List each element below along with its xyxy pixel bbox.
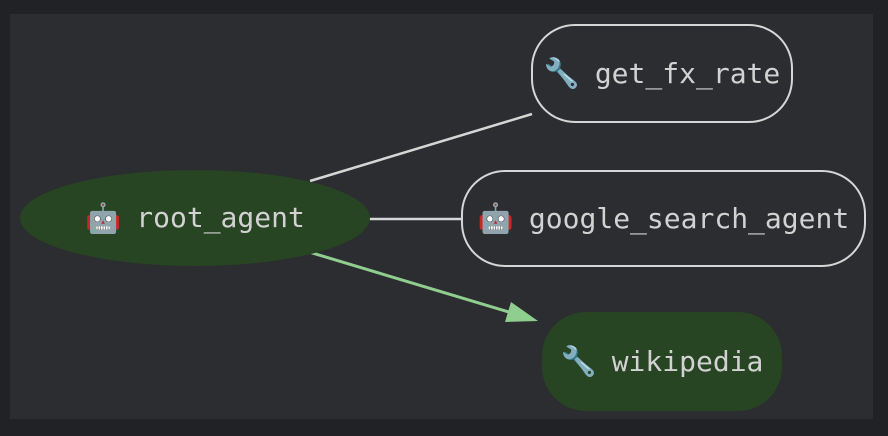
agent-graph-canvas: 🤖 root_agent 🔧 get_fx_rate 🤖 google_sear… [10,14,873,419]
node-wikipedia-label: wikipedia [611,344,764,378]
arrowhead-wikipedia-icon [505,302,538,322]
edge-root-agent-to-wikipedia [308,250,513,315]
wrench-icon: 🔧 [543,56,580,90]
node-root-agent[interactable]: 🤖 root_agent [20,170,370,266]
node-google-search-agent-label: google_search_agent [528,201,850,235]
node-wikipedia[interactable]: 🔧 wikipedia [542,312,782,411]
graph-edges-layer [308,112,538,322]
edge-root-agent-to-get-fx-rate [309,112,533,183]
node-root-agent-label: root_agent [136,201,305,234]
robot-icon: 🤖 [85,200,122,235]
node-get-fx-rate[interactable]: 🔧 get_fx_rate [531,24,793,123]
node-get-fx-rate-label: get_fx_rate [594,56,781,90]
wrench-icon: 🔧 [560,344,597,378]
node-google-search-agent[interactable]: 🤖 google_search_agent [461,170,866,267]
robot-icon: 🤖 [477,201,514,235]
